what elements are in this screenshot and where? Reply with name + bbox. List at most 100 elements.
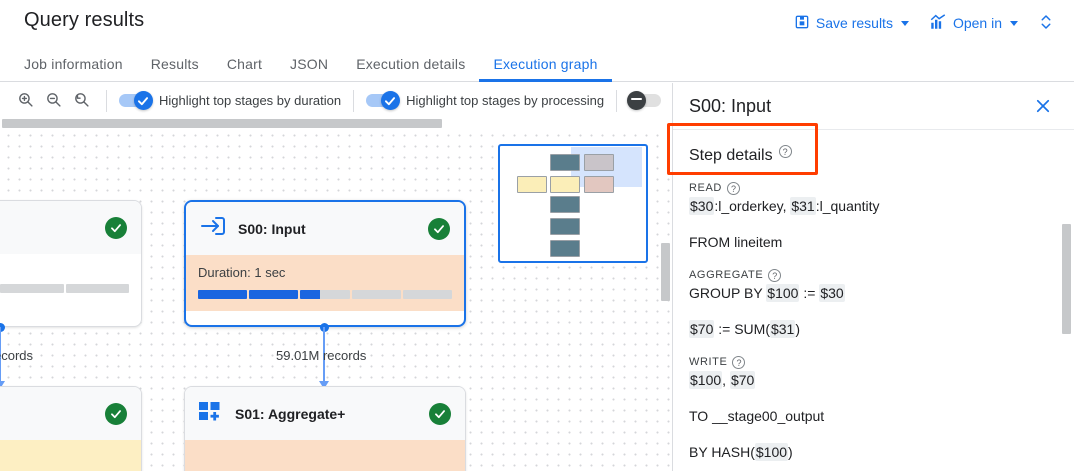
keyword-label: AGGREGATE xyxy=(689,269,764,281)
help-circle-icon[interactable]: ? xyxy=(768,269,782,282)
chevron-down-icon xyxy=(900,20,909,26)
status-success-icon xyxy=(105,216,127,239)
check-icon xyxy=(383,94,397,108)
edge-line-vertical xyxy=(323,327,325,389)
toggle-highlight-duration[interactable]: Highlight top stages by duration xyxy=(119,91,342,110)
save-results-label: Save results xyxy=(815,15,893,31)
node-header xyxy=(0,387,141,440)
progress-segment xyxy=(300,290,350,299)
graph-node-partial-bottom[interactable] xyxy=(0,386,142,471)
section-line: $100, $70 xyxy=(689,371,756,389)
node-duration-label: Duration: 1 sec xyxy=(198,265,286,280)
section-line: BY HASH($100) xyxy=(689,443,793,461)
minimap-node xyxy=(550,240,580,257)
zoom-in-button[interactable] xyxy=(12,88,38,114)
scrollbar-thumb[interactable] xyxy=(2,119,442,128)
edge-label-records-left: ecords xyxy=(0,348,34,363)
node-progress-bar xyxy=(198,290,453,299)
zoom-reset-button[interactable] xyxy=(68,88,94,114)
toggle-highlight-processing[interactable]: Highlight top stages by processing xyxy=(366,91,605,110)
section-keyword-write: WRITE ? xyxy=(689,355,1058,369)
toggle-third[interactable] xyxy=(627,91,662,110)
panel-scrollbar-thumb[interactable] xyxy=(1062,224,1071,334)
node-header: S01: Aggregate+ xyxy=(185,387,465,440)
node-header xyxy=(0,201,141,254)
help-circle-icon[interactable]: ? xyxy=(778,145,792,158)
section-keyword-aggregate: AGGREGATE ? xyxy=(689,268,1058,282)
zoom-reset-icon xyxy=(73,91,90,111)
minimap-node xyxy=(584,154,614,171)
progress-segment xyxy=(0,284,64,293)
page-title: Query results xyxy=(24,9,145,31)
progress-segment xyxy=(65,284,129,293)
section-keyword-read: READ ? xyxy=(689,181,1058,195)
help-circle-icon[interactable]: ? xyxy=(732,356,746,369)
graph-node-s00[interactable]: S00: Input Duration: 1 sec xyxy=(184,200,466,327)
minimap-node xyxy=(550,218,580,235)
graph-node-s01[interactable]: S01: Aggregate+ xyxy=(184,386,466,471)
graph-node-partial-top[interactable] xyxy=(0,200,142,327)
save-results-button[interactable]: Save results xyxy=(786,8,917,39)
toolbar-divider xyxy=(616,89,618,112)
node-body xyxy=(185,440,465,471)
progress-segment xyxy=(249,290,299,299)
close-button[interactable] xyxy=(1030,93,1056,119)
section-line: $70 := SUM($31) xyxy=(689,320,801,338)
minimap-node xyxy=(517,176,547,193)
graph-toolbar: Highlight top stages by duration Highlig… xyxy=(0,83,672,118)
minus-icon xyxy=(631,98,643,100)
panel-header: S00: Input xyxy=(673,83,1074,130)
step-details-heading: Step details ? xyxy=(689,145,1058,165)
keyword-label: WRITE xyxy=(689,356,728,368)
minimap-node xyxy=(550,176,580,193)
keyword-label: READ xyxy=(689,182,722,194)
node-title: S01: Aggregate+ xyxy=(235,405,346,422)
chevron-down-icon xyxy=(1010,20,1018,26)
node-title: S00: Input xyxy=(238,220,306,237)
open-in-button[interactable]: Open in xyxy=(921,7,1026,40)
page-header: Query results Save results xyxy=(0,0,1074,46)
section-line: FROM lineitem xyxy=(689,234,783,250)
tab-json[interactable]: JSON xyxy=(290,55,329,72)
zoom-out-button[interactable] xyxy=(40,88,66,114)
minimap-node xyxy=(584,176,614,193)
tab-results[interactable]: Results xyxy=(150,55,199,72)
zoom-out-icon xyxy=(45,91,62,111)
edge-arrow-icon xyxy=(319,381,329,389)
open-in-label: Open in xyxy=(952,15,1002,31)
toggle-switch-on[interactable] xyxy=(366,91,401,110)
header-actions: Save results Open in xyxy=(786,0,1062,46)
toggle-switch-on[interactable] xyxy=(119,91,153,110)
canvas-horizontal-scrollbar[interactable] xyxy=(0,118,672,129)
edge-line-vertical-left xyxy=(0,327,1,389)
panel-body: Step details ? READ ? $30:l_orderkey, $3… xyxy=(673,130,1074,462)
tab-execution-details[interactable]: Execution details xyxy=(356,55,466,72)
chart-bars-icon xyxy=(929,13,947,34)
panel-title: S00: Input xyxy=(689,95,772,116)
help-circle-icon[interactable]: ? xyxy=(726,182,740,195)
tab-job-information[interactable]: Job information xyxy=(24,55,123,72)
canvas-vertical-scrollbar-thumb[interactable] xyxy=(661,243,670,301)
node-body xyxy=(0,254,141,305)
tab-execution-graph[interactable]: Execution graph xyxy=(479,46,612,82)
tab-chart[interactable]: Chart xyxy=(226,55,263,72)
graph-minimap[interactable] xyxy=(498,144,648,263)
section-line: GROUP BY $100 := $30 xyxy=(689,284,845,302)
edge-arrow-icon-left xyxy=(0,381,5,389)
step-details-label: Step details xyxy=(689,147,773,164)
check-icon xyxy=(136,94,150,108)
node-header: S00: Input xyxy=(186,202,464,255)
zoom-in-icon xyxy=(17,91,34,111)
execution-graph-canvas[interactable]: S00: Input Duration: 1 sec xyxy=(0,118,672,471)
toggle-label-duration: Highlight top stages by duration xyxy=(159,93,342,108)
toggle-label-processing: Highlight top stages by processing xyxy=(406,93,605,108)
node-body xyxy=(0,440,141,471)
status-success-icon xyxy=(105,402,127,425)
unfold-more-button[interactable] xyxy=(1030,7,1062,39)
section-line: TO __stage00_output xyxy=(689,408,825,424)
input-arrow-icon xyxy=(198,214,226,243)
progress-segment xyxy=(402,290,453,299)
edge-source-dot-left xyxy=(0,323,5,332)
toolbar-divider xyxy=(106,89,107,112)
toggle-switch-off[interactable] xyxy=(627,91,662,110)
